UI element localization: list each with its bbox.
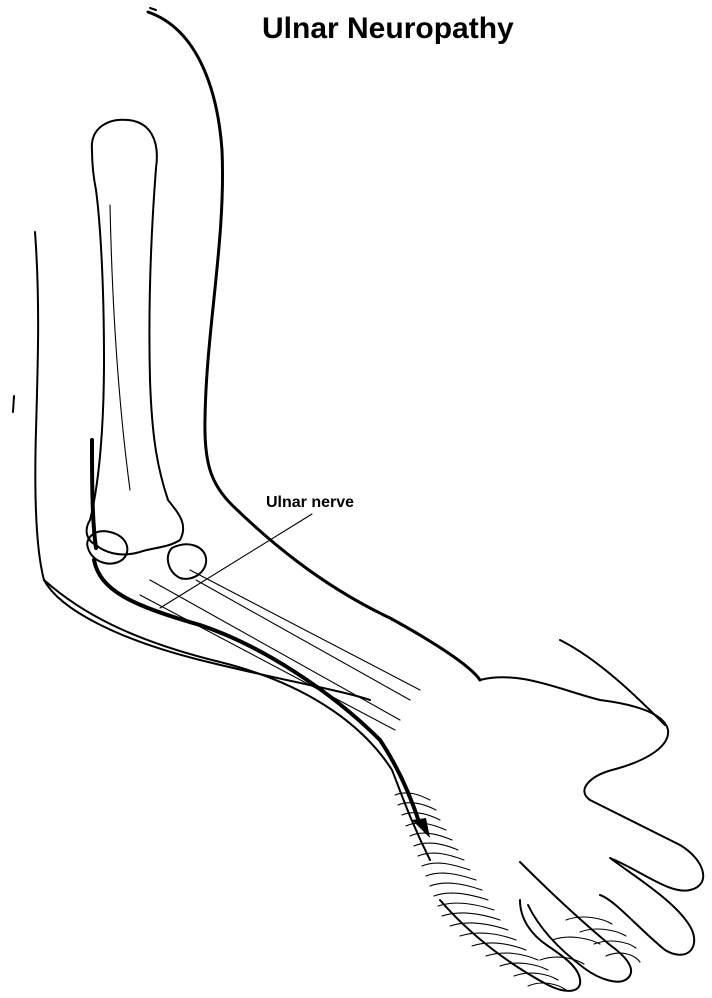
ring-finger-outline	[520, 862, 631, 982]
radius-bone-top	[190, 570, 420, 690]
upper-arm-back	[35, 232, 370, 700]
humerus-inner-line	[110, 205, 130, 490]
radius-bone-mid	[196, 580, 410, 700]
elbow-condyle	[168, 544, 206, 579]
hand-outline	[480, 677, 703, 955]
ulna-bone	[150, 580, 400, 720]
upper-arm-back-dash	[13, 396, 14, 412]
shoulder-outline-top	[150, 8, 156, 10]
shoulder-outline	[148, 12, 480, 680]
ulna-bone-lower	[140, 595, 395, 730]
humerus-bone	[87, 120, 184, 555]
ulnar-nerve-path	[94, 560, 420, 825]
forearm-lower-outline	[44, 580, 430, 860]
sensory-area-hatching	[395, 793, 640, 990]
